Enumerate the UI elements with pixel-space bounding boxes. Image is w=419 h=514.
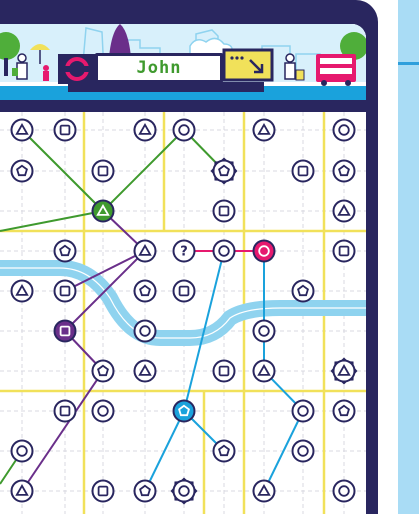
station-pentagon[interactable] xyxy=(214,441,235,462)
station-circle[interactable] xyxy=(12,441,33,462)
station-circle[interactable] xyxy=(135,321,156,342)
station-circle[interactable] xyxy=(334,120,355,141)
station-triangle[interactable] xyxy=(12,120,33,141)
next-board-strip-edge xyxy=(398,62,419,65)
station-circle[interactable] xyxy=(293,441,314,462)
station-triangle[interactable] xyxy=(135,361,156,382)
station-question[interactable]: ? xyxy=(174,241,195,262)
next-board-strip xyxy=(398,0,419,514)
station-circle[interactable] xyxy=(254,241,275,262)
station-circle[interactable] xyxy=(171,478,198,505)
child-icon xyxy=(43,65,49,81)
direction-sign-icon xyxy=(224,50,272,80)
station-circle[interactable] xyxy=(174,120,195,141)
station-triangle[interactable] xyxy=(12,281,33,302)
station-triangle[interactable] xyxy=(93,201,114,222)
station-square[interactable] xyxy=(214,361,235,382)
station-circle[interactable] xyxy=(293,401,314,422)
station-triangle[interactable] xyxy=(254,120,275,141)
station-triangle[interactable] xyxy=(135,241,156,262)
player-name-card[interactable]: John xyxy=(95,53,223,83)
station-triangle[interactable] xyxy=(334,201,355,222)
station-square[interactable] xyxy=(334,241,355,262)
station-triangle[interactable] xyxy=(331,358,358,385)
station-square[interactable] xyxy=(293,161,314,182)
station-circle[interactable] xyxy=(93,401,114,422)
double-decker-bus-icon xyxy=(316,54,356,86)
station-pentagon[interactable] xyxy=(211,158,238,185)
player-name: John xyxy=(137,58,182,78)
tube-map-grid: ? xyxy=(0,112,366,514)
station-pentagon[interactable] xyxy=(334,161,355,182)
station-circle[interactable] xyxy=(334,481,355,502)
station-square[interactable] xyxy=(55,281,76,302)
station-pentagon[interactable] xyxy=(93,361,114,382)
svg-text:?: ? xyxy=(180,245,188,260)
station-pentagon[interactable] xyxy=(55,241,76,262)
station-square[interactable] xyxy=(174,281,195,302)
station-square[interactable] xyxy=(214,201,235,222)
station-triangle[interactable] xyxy=(135,120,156,141)
station-pentagon[interactable] xyxy=(174,401,195,422)
station-square[interactable] xyxy=(55,321,76,342)
station-pentagon[interactable] xyxy=(334,401,355,422)
station-pentagon[interactable] xyxy=(135,481,156,502)
station-square[interactable] xyxy=(55,120,76,141)
station-circle[interactable] xyxy=(254,321,275,342)
station-square[interactable] xyxy=(93,161,114,182)
station-triangle[interactable] xyxy=(254,361,275,382)
station-square[interactable] xyxy=(93,481,114,502)
station-circle[interactable] xyxy=(214,241,235,262)
underground-roundel-icon xyxy=(58,54,96,84)
station-triangle[interactable] xyxy=(254,481,275,502)
station-pentagon[interactable] xyxy=(12,161,33,182)
station-triangle[interactable] xyxy=(12,481,33,502)
station-square[interactable] xyxy=(55,401,76,422)
game-board: John ? xyxy=(0,24,366,514)
station-pentagon[interactable] xyxy=(293,281,314,302)
metro-line-purple xyxy=(22,371,103,491)
metro-line-green xyxy=(22,130,103,211)
station-pentagon[interactable] xyxy=(135,281,156,302)
